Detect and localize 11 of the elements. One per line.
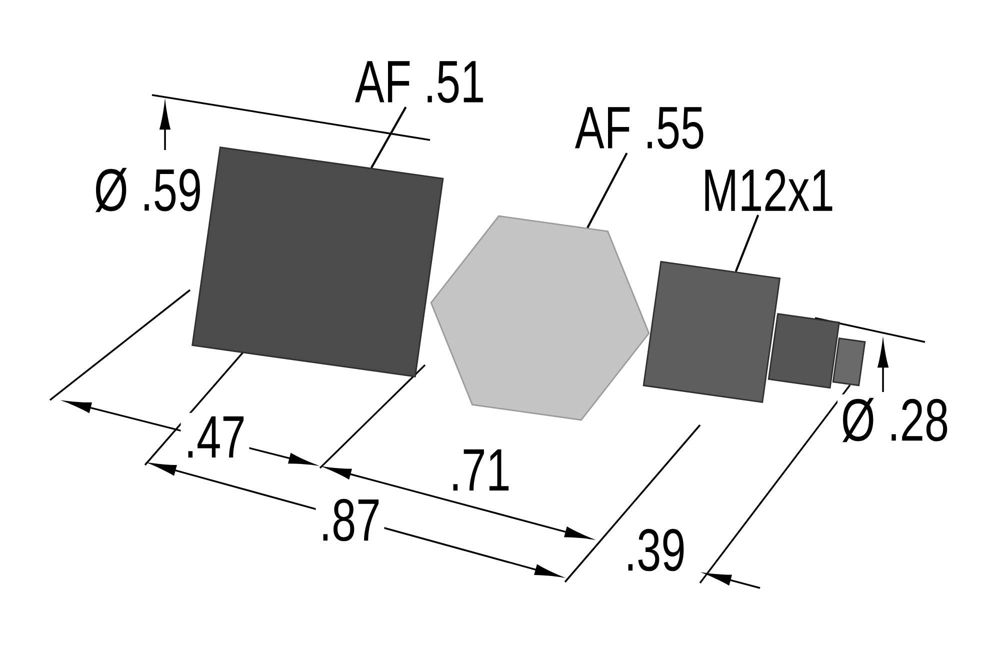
threaded-tube-drawing	[642, 261, 780, 403]
hex-nut-drawing	[430, 215, 650, 421]
dimension-label: .39	[620, 525, 690, 575]
leader-line	[370, 106, 407, 168]
callout-text: M12x1	[705, 169, 832, 211]
dimension-label: Ø .59	[90, 164, 206, 216]
leader-line	[586, 152, 628, 228]
callout-text: AF .55	[575, 107, 704, 149]
leader-line	[734, 214, 760, 272]
callout-text: AF .51	[355, 61, 483, 103]
dimension-label: Ø .28	[837, 394, 953, 446]
